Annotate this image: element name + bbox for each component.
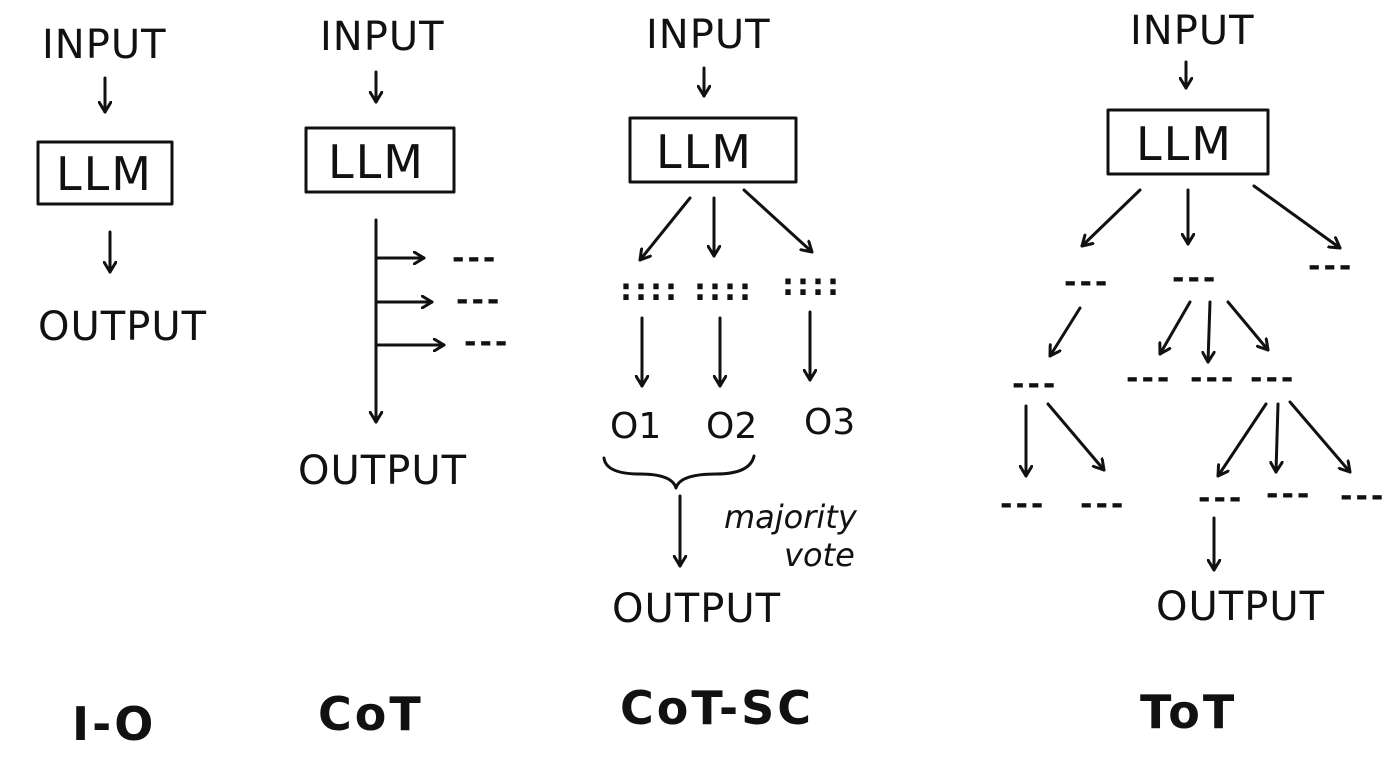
cotsc-output-label: OUTPUT: [612, 586, 781, 632]
tot-l2-node-4: ---: [1250, 361, 1296, 396]
tot-arrow-l3-c: [1216, 402, 1268, 478]
tot-arrow-l3-d: [1276, 402, 1278, 474]
cot-step-1: ---: [452, 241, 498, 276]
tot-llm-box: [1106, 108, 1270, 176]
tot-l3-node-4: ---: [1266, 477, 1312, 512]
cotsc-chain-3: ::::: [782, 268, 842, 303]
cotsc-input-label: INPUT: [646, 12, 771, 58]
cot-step-3: ---: [464, 325, 510, 360]
cotsc-caption: CoT-SC: [620, 681, 814, 735]
tot-arrow-l2-c: [1208, 300, 1210, 364]
cot-input-label: INPUT: [320, 14, 445, 60]
tot-l1-node-2: ---: [1172, 261, 1218, 296]
cotsc-chain-1: ::::: [620, 273, 680, 308]
io-input-label: INPUT: [42, 22, 167, 68]
tot-l2-node-3: ---: [1190, 361, 1236, 396]
tot-column: INPUT LLM --- --- --- --- --- --- --- --…: [1000, 8, 1386, 739]
cotsc-vote-note-2: vote: [784, 536, 855, 574]
cot-column: INPUT LLM --- --- --- OUTPUT CoT: [298, 14, 510, 741]
tot-l3-node-3: ---: [1198, 481, 1244, 516]
tot-arrow-l1-a: [1080, 188, 1142, 248]
cotsc-brace: [602, 454, 756, 490]
cotsc-branch-arrow-1: [638, 196, 692, 262]
tot-l2-node-2: ---: [1126, 361, 1172, 396]
tot-arrow-l3-e: [1288, 400, 1352, 474]
io-column: INPUT LLM OUTPUT I-O: [36, 22, 207, 751]
tot-arrow-l2-a: [1048, 306, 1082, 358]
tot-output-label: OUTPUT: [1156, 584, 1325, 630]
cotsc-branch-arrow-3: [742, 188, 814, 254]
io-llm-box: [36, 140, 174, 206]
tot-l3-node-2: ---: [1080, 487, 1126, 522]
tot-arrow-l3-b: [1046, 402, 1106, 472]
cotsc-output-3: O3: [804, 402, 855, 443]
cotsc-vote-note-1: majority: [724, 498, 858, 536]
cotsc-output-1: O1: [610, 406, 661, 447]
cot-output-label: OUTPUT: [298, 448, 467, 494]
cot-step-2: ---: [456, 283, 502, 318]
cot-caption: CoT: [318, 687, 424, 741]
io-caption: I-O: [72, 697, 156, 751]
cotsc-chain-2: ::::: [694, 273, 754, 308]
tot-l3-node-5: ---: [1340, 479, 1386, 514]
cotsc-llm-box: [628, 116, 798, 184]
cotsc-llm-label: LLM: [656, 125, 753, 179]
tot-arrow-l2-d: [1226, 300, 1270, 352]
cotsc-column: INPUT LLM :::: :::: :::: O1 O2 O3 majori…: [602, 12, 858, 735]
io-output-label: OUTPUT: [38, 304, 207, 350]
tot-caption: ToT: [1140, 685, 1237, 739]
tot-llm-label: LLM: [1136, 117, 1233, 171]
cot-llm-label: LLM: [328, 135, 425, 189]
tot-arrow-l2-b: [1160, 300, 1192, 356]
io-llm-label: LLM: [56, 147, 153, 201]
cotsc-output-2: O2: [706, 406, 757, 447]
tot-l3-node-1: ---: [1000, 487, 1046, 522]
cot-llm-box: [304, 126, 456, 194]
tot-arrow-l1-c: [1252, 184, 1342, 250]
tot-l1-node-3: ---: [1308, 249, 1354, 284]
tot-l1-node-1: ---: [1064, 265, 1110, 300]
tot-l2-node-1: ---: [1012, 367, 1058, 402]
tot-input-label: INPUT: [1130, 8, 1255, 54]
